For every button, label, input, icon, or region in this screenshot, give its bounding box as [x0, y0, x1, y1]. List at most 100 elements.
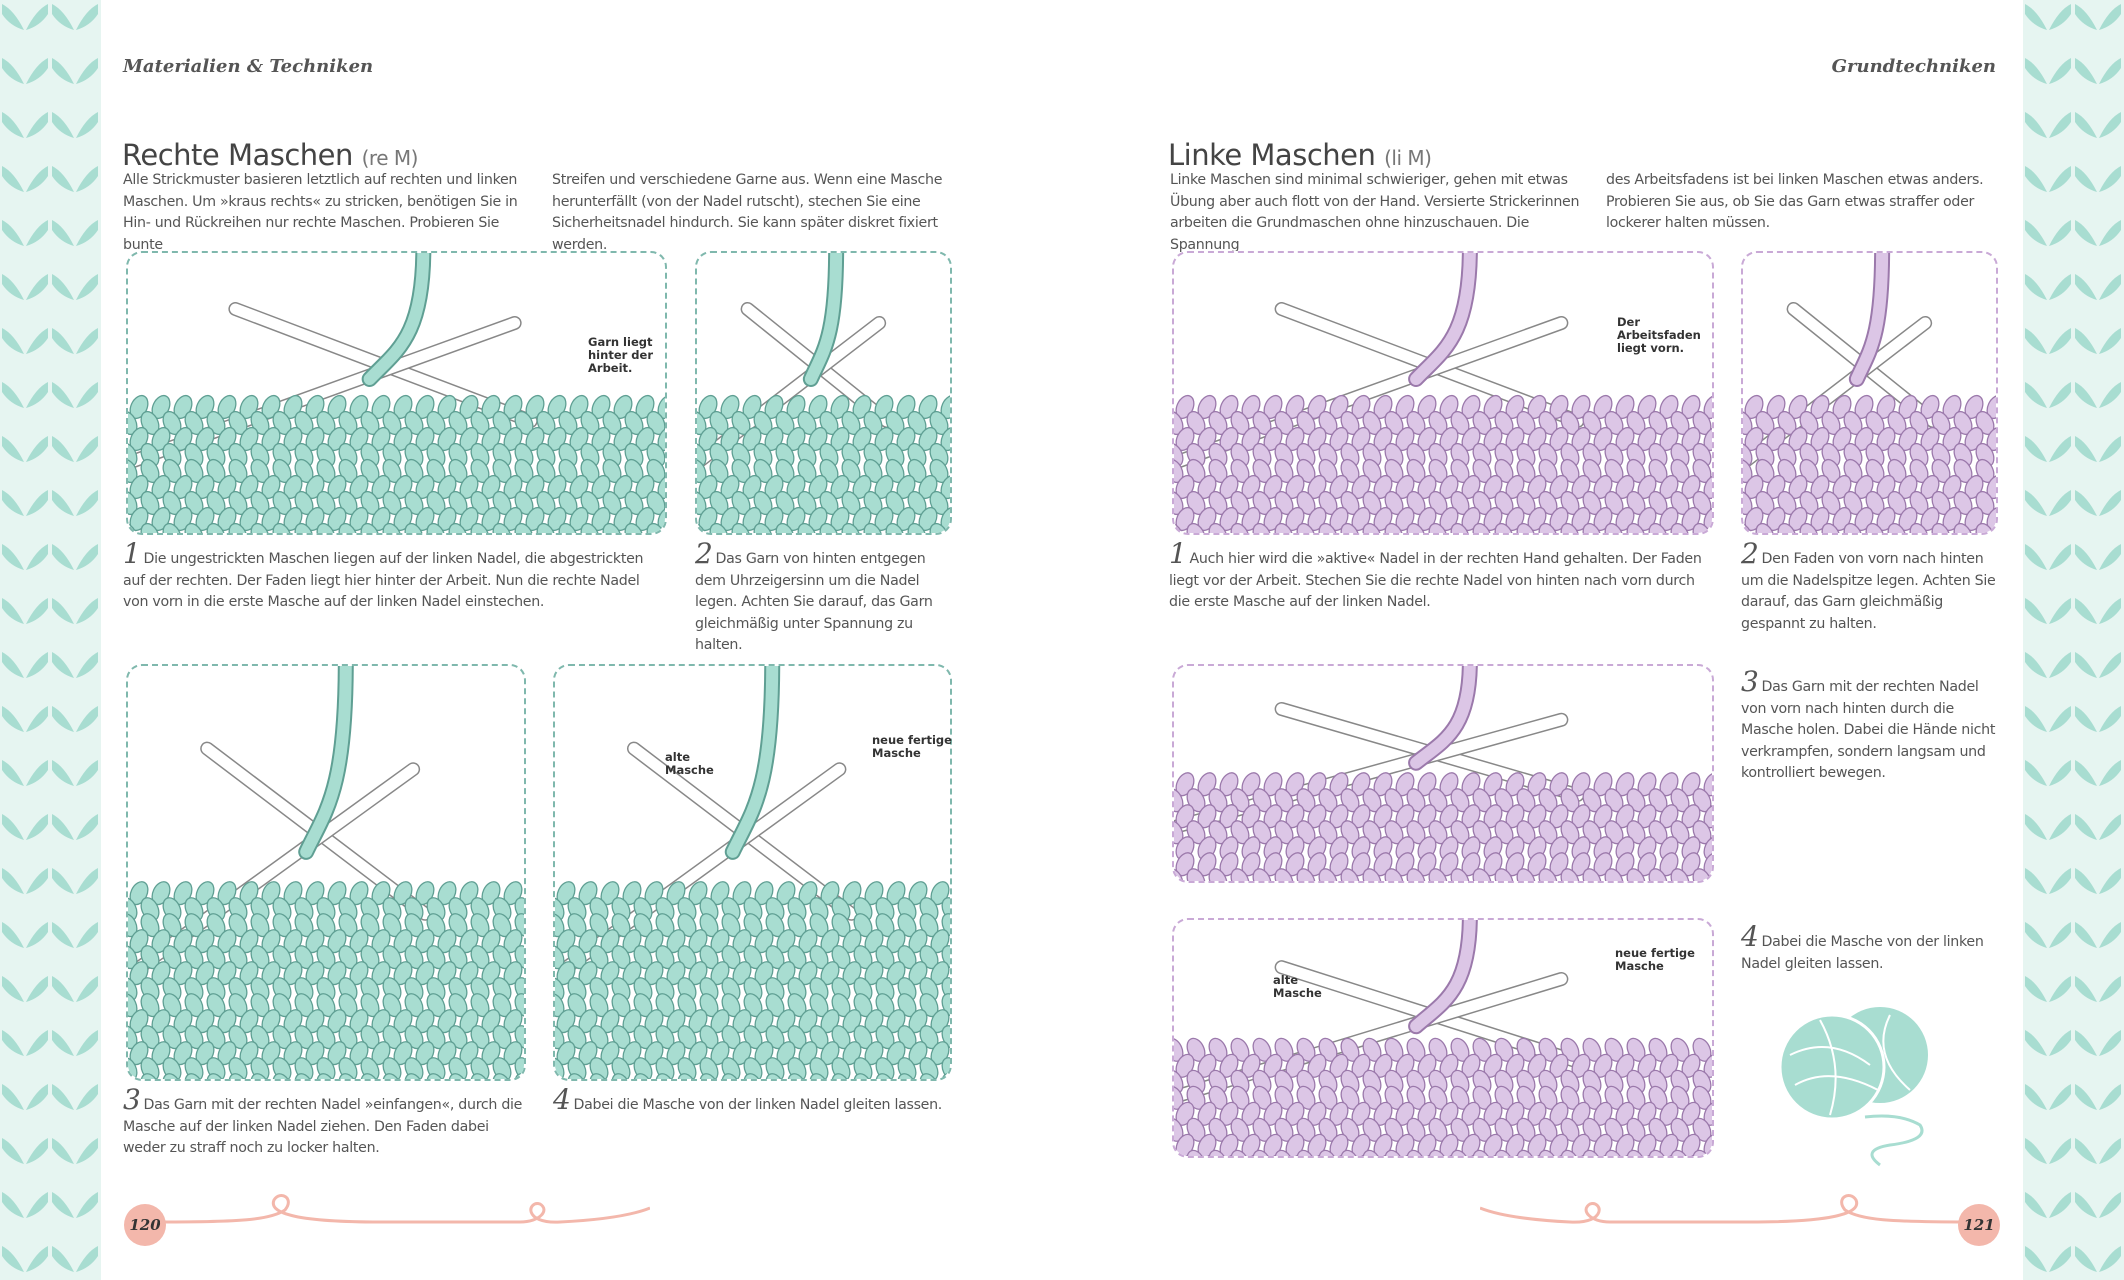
stitch	[1450, 522, 1470, 533]
stitch	[1931, 522, 1951, 533]
stitch	[1516, 1149, 1536, 1156]
stitch	[448, 522, 468, 533]
working-yarn-fill	[1410, 253, 1476, 385]
intro-col2-right: des Arbeitsfadens ist bei linken Maschen…	[1606, 172, 1984, 231]
stitch	[863, 522, 883, 533]
step-text: Das Garn von hinten entgegen dem Uhrzeig…	[695, 551, 933, 653]
stitch	[1340, 1149, 1360, 1156]
stitch	[426, 1073, 446, 1079]
intro-col1-right: Linke Maschen sind minimal schwieriger, …	[1170, 172, 1580, 253]
stitch	[1318, 522, 1338, 533]
stitch	[897, 1073, 917, 1079]
stitch	[1450, 868, 1470, 881]
stitch	[1274, 522, 1294, 533]
stitch	[1252, 868, 1272, 881]
working-yarn-fill	[300, 666, 352, 858]
stitch	[1230, 522, 1250, 533]
stitch	[272, 522, 292, 533]
stitch	[1274, 868, 1294, 881]
stitch	[655, 1073, 675, 1079]
stitch	[250, 522, 270, 533]
stitch	[1208, 522, 1228, 533]
stitch	[1648, 868, 1668, 881]
illustration-knit-step2	[695, 251, 952, 535]
stitch	[775, 522, 795, 533]
stitch	[809, 1073, 829, 1079]
stitch	[1909, 522, 1929, 533]
stitch	[470, 1073, 490, 1079]
illustration-purl-step4	[1172, 918, 1714, 1158]
running-head-right: Grundtechniken	[1831, 56, 1996, 77]
stitch	[1252, 522, 1272, 533]
stitch	[1604, 522, 1624, 533]
stitch	[1186, 868, 1206, 881]
stitch	[907, 522, 927, 533]
illustration-purl-step2	[1741, 251, 1998, 535]
stitch	[470, 522, 490, 533]
stitch	[228, 522, 248, 533]
stitch	[294, 522, 314, 533]
stitch	[699, 1073, 719, 1079]
stitch	[709, 522, 729, 533]
stitch	[1582, 522, 1602, 533]
stitch	[819, 522, 839, 533]
step-number: 1	[123, 537, 141, 570]
stitch	[677, 1073, 697, 1079]
stitch	[1843, 522, 1863, 533]
stitch	[1777, 522, 1797, 533]
stitch	[1604, 868, 1624, 881]
stitch	[1582, 1149, 1602, 1156]
stitch	[206, 1073, 226, 1079]
stitch	[589, 1073, 609, 1079]
stitch	[140, 522, 160, 533]
stitch	[1384, 868, 1404, 881]
title-abbr: (re M)	[361, 146, 419, 170]
stitch	[1626, 868, 1646, 881]
stitch	[1174, 522, 1184, 533]
stitch	[1296, 1149, 1316, 1156]
stitch	[1953, 522, 1973, 533]
stitch	[1208, 868, 1228, 881]
stitch	[492, 1073, 512, 1079]
stitch	[919, 1073, 939, 1079]
stitch	[1230, 1149, 1250, 1156]
step-text: Dabei die Masche von der linken Nadel gl…	[1741, 934, 1984, 972]
stitch	[1670, 522, 1690, 533]
stitch	[1340, 868, 1360, 881]
working-yarn-fill	[726, 666, 779, 858]
stitch	[567, 1073, 587, 1079]
working-yarn-fill	[804, 253, 843, 385]
stitch	[128, 522, 138, 533]
title-abbr: (li M)	[1384, 146, 1432, 170]
needle-fill	[1174, 317, 1567, 469]
stitch	[753, 522, 773, 533]
stitch	[1799, 522, 1819, 533]
stitch	[1208, 1149, 1228, 1156]
working-yarn-fill	[1850, 253, 1889, 385]
label-garn: Garn liegt hinter der Arbeit.	[588, 335, 653, 375]
stitch	[1538, 522, 1558, 533]
stitch	[1406, 1149, 1426, 1156]
stitch	[1174, 868, 1184, 881]
stitch	[1362, 868, 1382, 881]
step-text: Die ungestrickten Maschen liegen auf der…	[123, 551, 644, 610]
stitch	[1406, 522, 1426, 533]
stitch	[1494, 1149, 1514, 1156]
stitch	[1516, 868, 1536, 881]
stitch	[611, 1073, 631, 1079]
page-number-left: 120	[124, 1204, 166, 1246]
stitch	[1755, 522, 1775, 533]
stitch	[360, 1073, 380, 1079]
stitch	[1186, 1149, 1206, 1156]
stitch	[1494, 868, 1514, 881]
label-alte-masche-right: alte Masche	[1273, 973, 1322, 1000]
title-text: Rechte Maschen	[122, 138, 353, 172]
stitch	[1318, 868, 1338, 881]
yarn-balls-illustration	[1778, 1007, 1928, 1167]
step-text: Das Garn mit der rechten Nadel »einfange…	[123, 1097, 523, 1156]
stitch	[1274, 1149, 1294, 1156]
stitch	[555, 1057, 565, 1079]
stitch	[1538, 868, 1558, 881]
